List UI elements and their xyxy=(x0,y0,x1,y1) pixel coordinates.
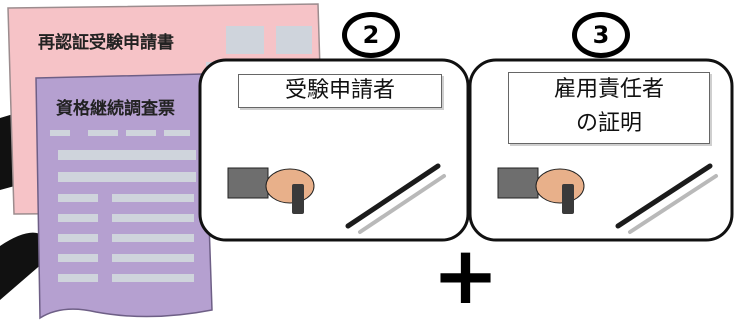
hand-stamp-icon-employer xyxy=(497,167,585,214)
step-3-badge: 3 xyxy=(572,12,630,58)
pen-icon-employer xyxy=(615,163,718,234)
plus-sign: + xyxy=(432,229,500,322)
front-document xyxy=(35,73,213,320)
front-document-title: 資格継続調査票 xyxy=(56,99,175,119)
employer-label-line-1: 雇用責任者 xyxy=(553,77,664,102)
left-pointer-shape-bottom xyxy=(0,232,44,300)
back-document-title: 再認証受験申請書 xyxy=(38,33,174,53)
pen-icon-applicant xyxy=(345,163,446,234)
applicant-label: 受験申請者 xyxy=(238,74,442,108)
hand-stamp-icon-applicant xyxy=(227,167,315,214)
employer-certification-label: 雇用責任者 の証明 xyxy=(508,72,710,144)
applicant-label-text: 受験申請者 xyxy=(284,78,395,103)
step-2-badge: 2 xyxy=(342,12,400,58)
employer-label-line-2: の証明 xyxy=(575,111,642,136)
